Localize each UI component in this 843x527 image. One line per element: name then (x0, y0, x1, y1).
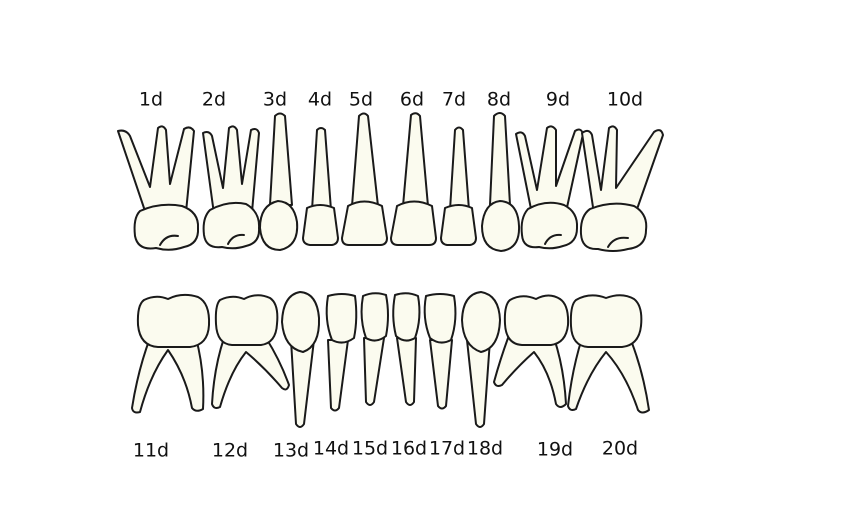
label-1d: 1d (139, 89, 163, 111)
tooth-18d[interactable] (461, 291, 501, 428)
label-9d: 9d (546, 89, 570, 111)
label-8d: 8d (487, 89, 511, 111)
label-19d: 19d (537, 439, 573, 461)
label-11d: 11d (133, 440, 169, 462)
label-4d: 4d (308, 89, 332, 111)
label-2d: 2d (202, 89, 226, 111)
tooth-7d[interactable] (440, 126, 477, 246)
tooth-9d[interactable] (515, 125, 584, 250)
lower-labels: 11d 12d 13d 14d 15d 16d 17d 18d 19d 20d (133, 438, 638, 462)
tooth-12d[interactable] (211, 294, 290, 409)
tooth-14d[interactable] (325, 293, 358, 412)
tooth-17d[interactable] (423, 293, 457, 410)
label-13d: 13d (273, 440, 309, 462)
label-6d: 6d (400, 89, 424, 111)
tooth-3d[interactable] (259, 112, 299, 251)
label-3d: 3d (263, 89, 287, 111)
label-12d: 12d (212, 440, 248, 462)
tooth-10d[interactable] (579, 125, 664, 252)
tooth-20d[interactable] (567, 294, 650, 414)
lower-arch (131, 291, 650, 428)
label-18d: 18d (467, 438, 503, 460)
tooth-15d[interactable] (360, 292, 389, 406)
label-5d: 5d (349, 89, 373, 111)
tooth-13d[interactable] (281, 291, 321, 428)
tooth-19d[interactable] (493, 294, 570, 408)
tooth-4d[interactable] (302, 127, 339, 246)
tooth-1d[interactable] (117, 125, 200, 251)
label-15d: 15d (352, 438, 388, 460)
tooth-2d[interactable] (202, 125, 261, 250)
label-14d: 14d (313, 438, 349, 460)
upper-labels: 1d 2d 3d 4d 5d 6d 7d 8d 9d 10d (139, 89, 643, 111)
tooth-8d[interactable] (481, 112, 521, 252)
label-10d: 10d (607, 89, 643, 111)
tooth-16d[interactable] (392, 292, 421, 406)
tooth-6d[interactable] (390, 112, 437, 246)
tooth-5d[interactable] (341, 112, 388, 246)
label-16d: 16d (391, 438, 427, 460)
upper-arch (117, 112, 664, 252)
label-17d: 17d (429, 438, 465, 460)
tooth-11d[interactable] (131, 293, 211, 414)
label-7d: 7d (442, 89, 466, 111)
label-20d: 20d (602, 438, 638, 460)
